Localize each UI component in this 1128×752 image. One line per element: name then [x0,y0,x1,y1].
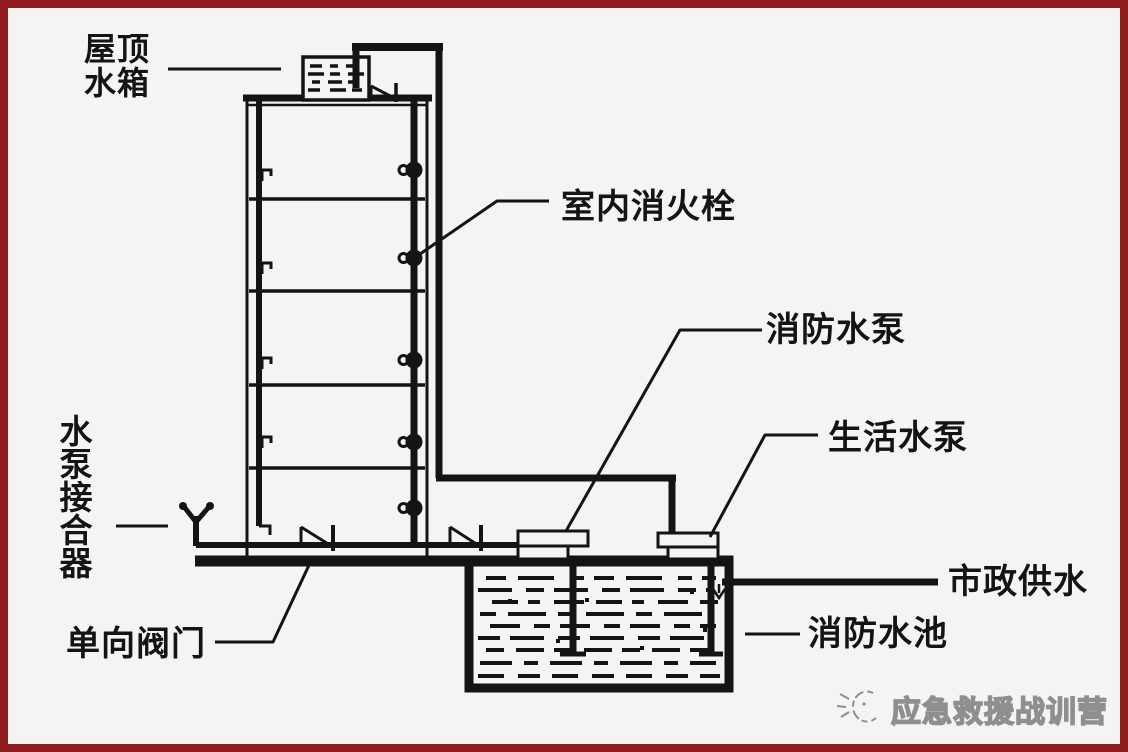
tank-fill-pipe [352,43,676,538]
label-pump-adapter: 水泵接合器 [55,414,92,579]
check-valve-icon-2 [448,525,483,551]
label-check-valve: 单向阀门 [66,625,206,663]
domestic-riser [256,100,273,535]
watermark-text: 应急救援战训营 [890,695,1108,729]
fire-pool-symbol [464,555,734,693]
hydrant-icons [397,161,423,517]
leader-indoor-hydrant [419,199,549,256]
label-indoor-hydrant: 室内消火栓 [561,188,736,226]
municipal-supply-pipe [711,578,938,601]
pool-water-dashes [478,576,720,678]
watermark-logo-icon [836,690,877,723]
label-domestic-pump: 生活水泵 [828,419,968,457]
floor-tap-icons [259,168,273,535]
label-roof-tank-line2: 水箱 [84,64,151,101]
leader-domestic-pump [708,433,818,538]
floor-lines [249,197,425,470]
domestic-pump-symbol [656,531,723,657]
tank-check-valve-icon [369,83,398,102]
leader-lines [116,67,818,644]
building [243,94,432,560]
fire-riser [397,96,423,546]
label-roof-tank: 屋顶 水箱 [84,31,151,101]
leader-check-valve [215,562,312,644]
label-fire-pool: 消防水池 [808,615,948,653]
leader-fire-pump [564,328,762,532]
check-valve-icon-1 [299,525,335,551]
label-fire-pump: 消防水泵 [766,311,906,349]
siamese-connection-icon [179,502,214,546]
inlet-arrow-icon [711,584,727,601]
fire-pump-symbol [516,529,590,657]
label-roof-tank-line1: 屋顶 [84,31,151,67]
label-municipal-supply: 市政供水 [948,563,1088,601]
